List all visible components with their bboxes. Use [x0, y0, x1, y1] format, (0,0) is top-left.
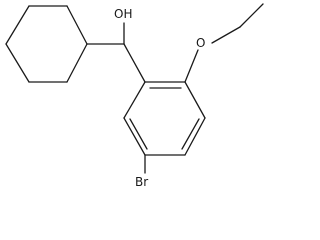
bond-cy3	[66, 5, 88, 45]
benzene-ring	[123, 81, 206, 156]
bond-cy6	[5, 43, 30, 83]
bromine-label: Br	[135, 175, 148, 189]
ether-oxygen-label: O	[196, 36, 205, 50]
bond-ar2	[184, 81, 206, 119]
structure-canvas: OH O Br	[5, 3, 264, 189]
cyclohexane-ring	[5, 5, 88, 83]
bond-cy4	[66, 43, 88, 83]
bond-ch2-ch3	[239, 3, 264, 28]
bond-ether-o-ch2	[211, 26, 241, 44]
bond-ar5	[123, 117, 146, 156]
bond-ar6	[123, 81, 146, 119]
bond-carbinol-aryl	[123, 43, 146, 83]
bond-cy1	[5, 5, 30, 45]
molecule-structure: OH O Br	[5, 3, 264, 189]
bond-aryl-ether-o	[184, 49, 199, 83]
bond-ar3	[184, 117, 206, 156]
bond-ar-double2	[181, 118, 200, 150]
bond-ar-double3	[129, 118, 148, 150]
hydroxyl-label: OH	[114, 7, 132, 21]
